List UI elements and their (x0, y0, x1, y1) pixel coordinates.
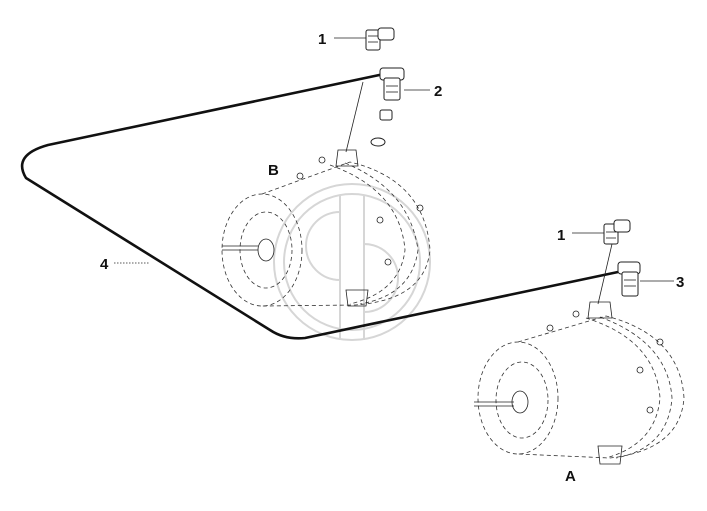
fitting-2 (379, 67, 405, 101)
watermark-logo (273, 183, 431, 341)
motor-b (221, 81, 431, 307)
fitting-1-right (603, 219, 631, 245)
callout-4: 4 (100, 256, 109, 273)
nut-and-washer (370, 109, 393, 147)
fitting-1-top (365, 27, 395, 51)
hose-line (20, 72, 619, 340)
motor-a (474, 243, 685, 465)
callout-1-right: 1 (557, 227, 565, 244)
callout-2: 2 (434, 83, 442, 100)
leader-lines (114, 37, 674, 282)
fitting-3 (617, 261, 641, 297)
callout-3: 3 (676, 274, 684, 291)
callout-1-top: 1 (318, 31, 326, 48)
callout-a: A (565, 468, 576, 485)
callout-b: B (268, 162, 279, 179)
